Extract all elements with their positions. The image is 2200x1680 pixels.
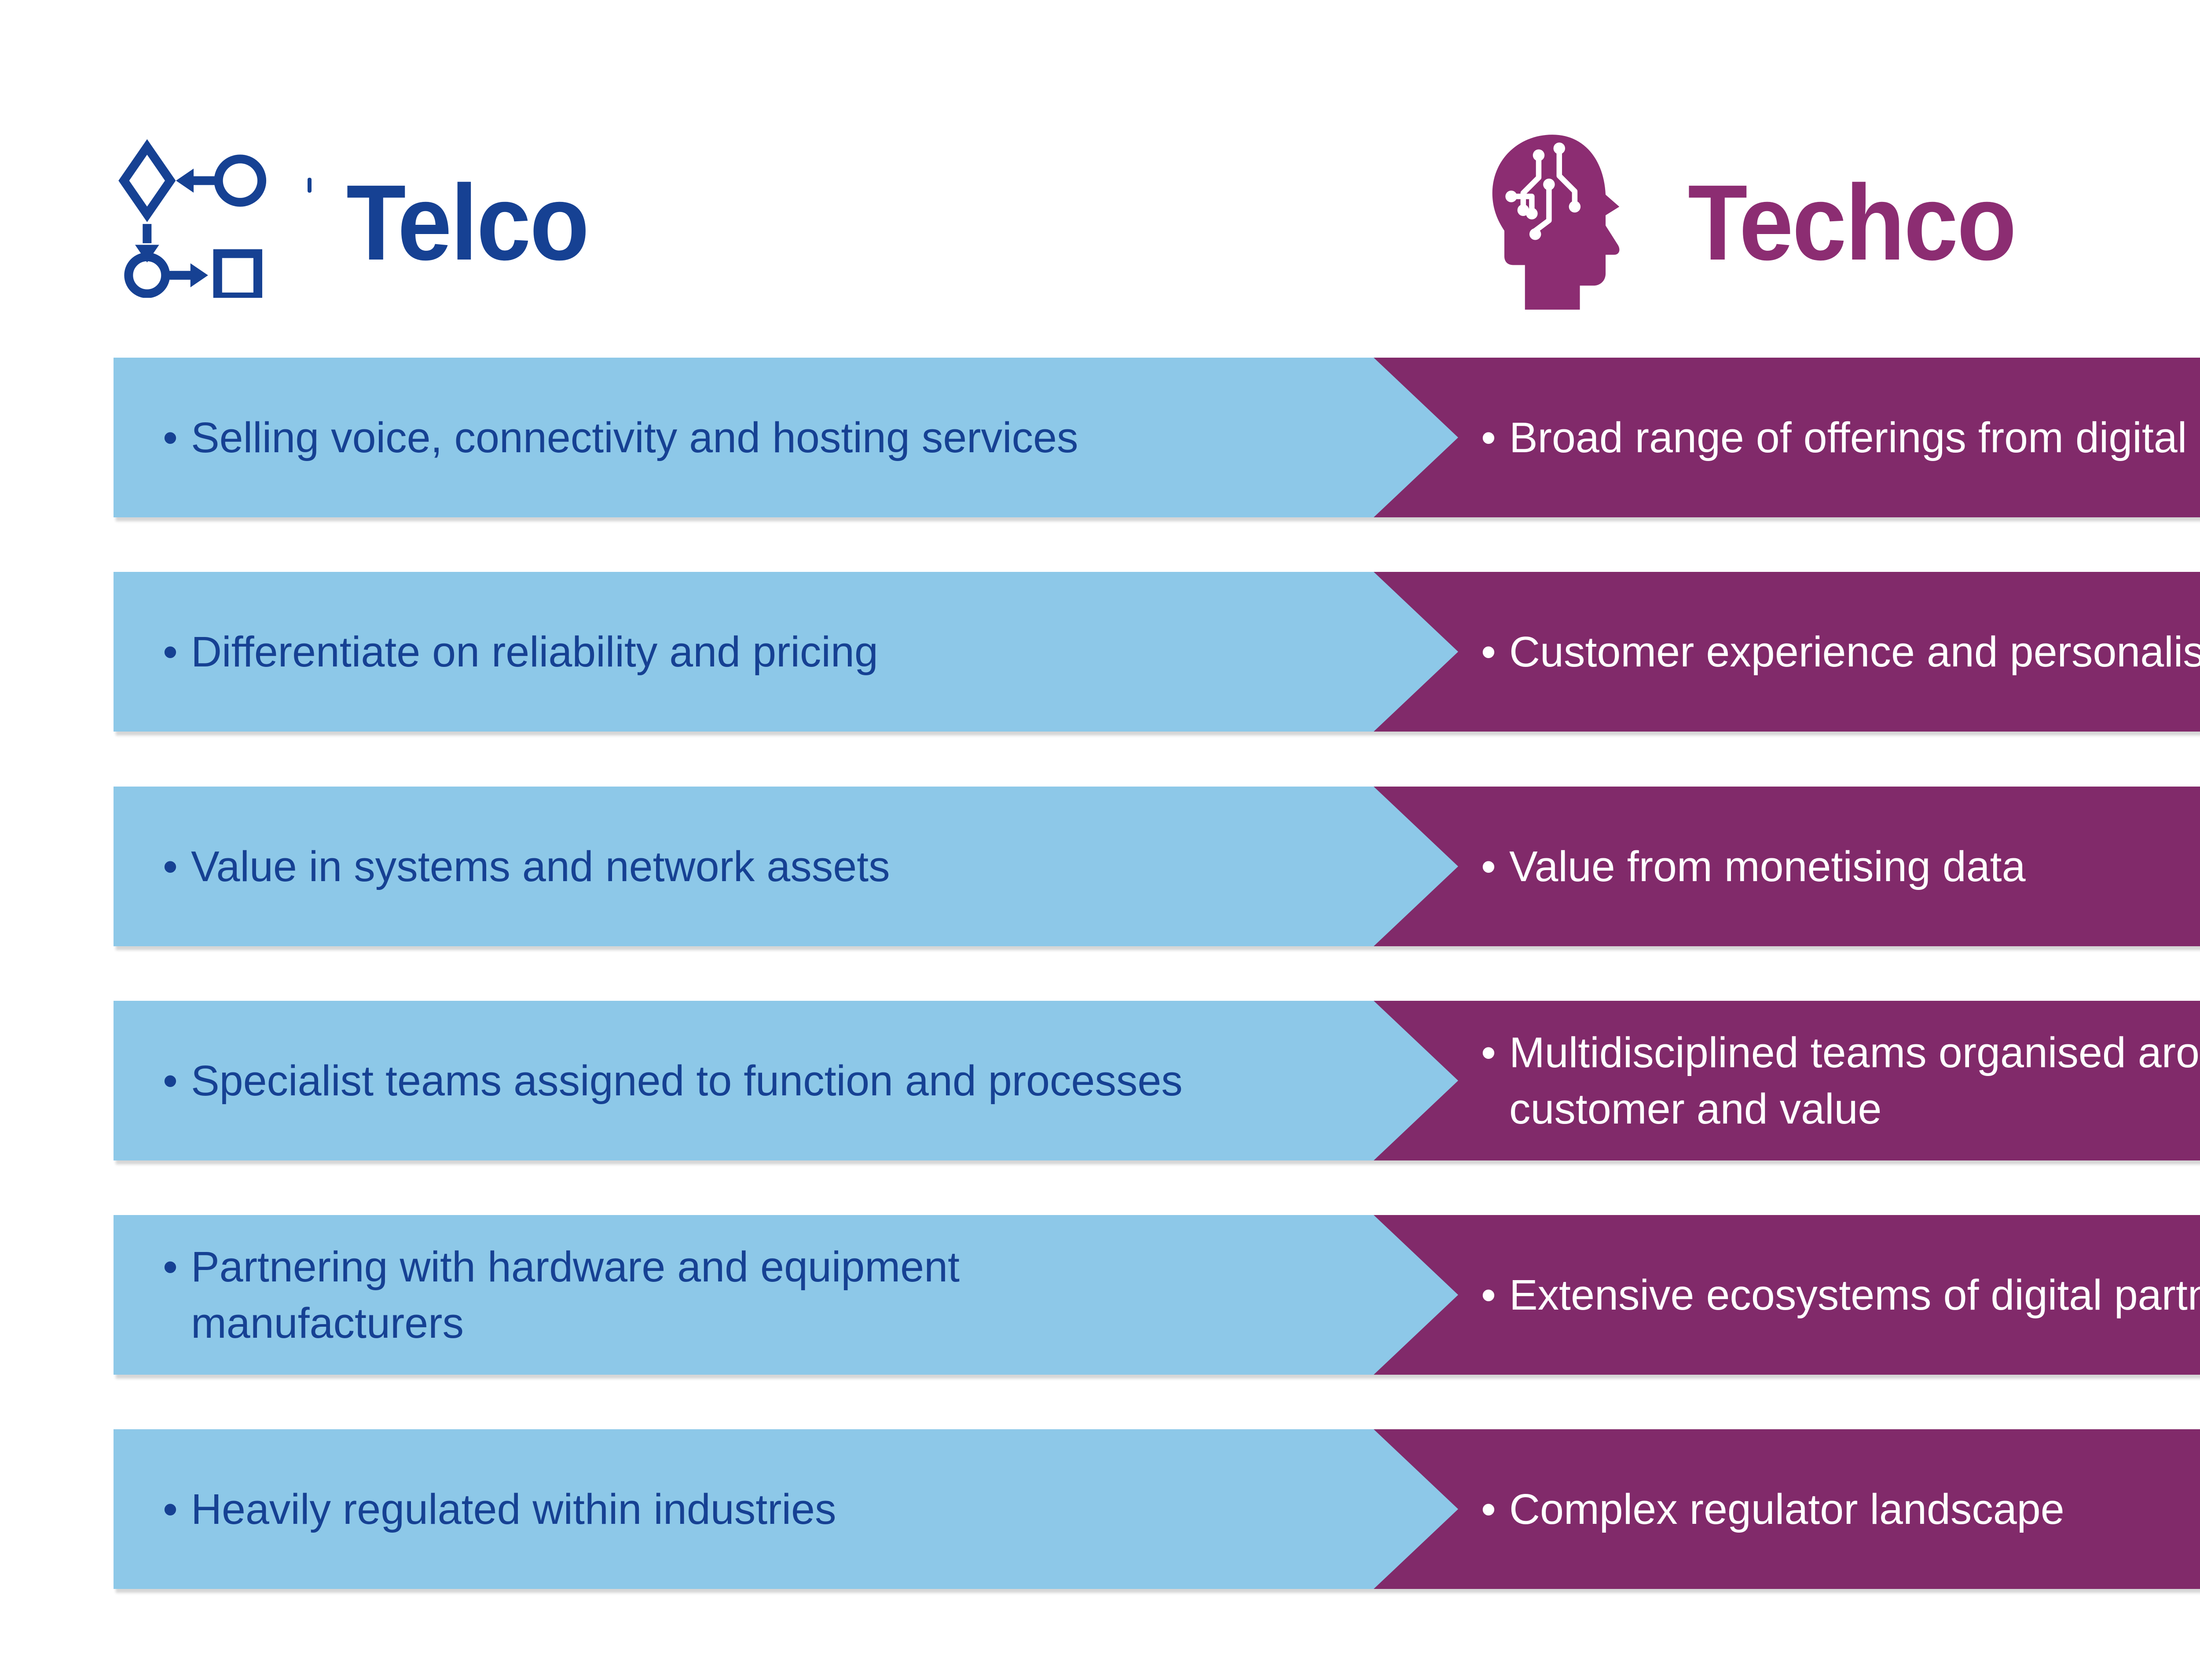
bullet-dot: •	[1481, 1485, 1496, 1533]
techco-box	[1374, 358, 2200, 517]
comparison-row: • Partnering with hardware and equipment…	[114, 1215, 2200, 1375]
bullet-dot: •	[163, 413, 178, 461]
techco-cell: • Extensive ecosystems of digital partne…	[1481, 1215, 2200, 1375]
bullet-dot: •	[163, 842, 178, 890]
techco-box	[1374, 787, 2200, 946]
bullet-dot: •	[1481, 413, 1496, 461]
comparison-row: • Specialist teams assigned to function …	[114, 1001, 2200, 1160]
telco-item-text: Differentiate on reliability and pricing	[191, 627, 878, 676]
telco-arrow-box	[114, 358, 1458, 517]
bullet-dot: •	[163, 1243, 178, 1291]
techco-title: Techco	[1688, 162, 2017, 282]
techco-box	[1374, 1429, 2200, 1589]
techco-box	[1374, 572, 2200, 732]
techco-cell: • Value from monetising data	[1481, 787, 2200, 946]
bullet-dot: •	[1481, 842, 1496, 890]
techco-item-text: Broad range of offerings from digital ma…	[1509, 413, 2200, 461]
bullet-dot: •	[1481, 1028, 1496, 1077]
telco-cell: • Differentiate on reliability and prici…	[163, 572, 1324, 732]
comparison-row: • Differentiate on reliability and prici…	[114, 572, 2200, 732]
telco-arrow-box	[114, 1215, 1458, 1375]
telco-arrow-box	[114, 787, 1458, 946]
telco-item-text: Specialist teams assigned to function an…	[191, 1056, 1183, 1105]
techco-cell: • Multidisciplined teams organised aroun…	[1481, 1001, 2200, 1160]
telco-item-text: Value in systems and network assets	[191, 842, 890, 890]
techco-box	[1374, 1001, 2200, 1160]
techco-item-text: Multidisciplined teams organised around …	[1509, 1028, 2200, 1133]
bullet-dot: •	[1481, 1270, 1496, 1319]
telco-arrow-box	[114, 1429, 1458, 1589]
techco-item-text: Customer experience and personalised ser…	[1509, 627, 2200, 676]
telco-cell: • Partnering with hardware and equipment…	[163, 1215, 1324, 1375]
telco-item-text: Selling voice, connectivity and hosting …	[191, 413, 1078, 461]
techco-box	[1374, 1215, 2200, 1375]
telco-cell: • Selling voice, connectivity and hostin…	[163, 358, 1324, 517]
comparison-row: • Selling voice, connectivity and hostin…	[114, 358, 2200, 517]
telco-item-text: Heavily regulated within industries	[191, 1485, 836, 1533]
telco-cell: • Value in systems and network assets	[163, 787, 1324, 946]
telco-item-text: Partnering with hardware and equipment m…	[191, 1243, 960, 1347]
brain-circuit-head-icon	[1492, 135, 1620, 310]
comparison-row: • Value in systems and network assets • …	[114, 787, 2200, 946]
techco-cell: • Customer experience and personalised s…	[1481, 572, 2200, 732]
flowchart-icon	[118, 139, 267, 298]
bullet-dot: •	[163, 1056, 178, 1105]
bullet-dot: •	[1481, 627, 1496, 676]
telco-icon-mark	[308, 178, 312, 193]
bullet-dot: •	[163, 627, 178, 676]
telco-title: Telco	[346, 162, 590, 282]
comparison-row: • Heavily regulated within industries • …	[114, 1429, 2200, 1589]
telco-arrow-box	[114, 1001, 1458, 1160]
telco-arrow-box	[114, 572, 1458, 732]
techco-item-text: Complex regulator landscape	[1509, 1485, 2064, 1533]
bullet-dot: •	[163, 1485, 178, 1533]
techco-item-text: Value from monetising data	[1509, 842, 2026, 890]
telco-cell: • Specialist teams assigned to function …	[163, 1001, 1324, 1160]
techco-cell: • Complex regulator landscape	[1481, 1429, 2200, 1589]
techco-cell: • Broad range of offerings from digital …	[1481, 358, 2200, 517]
telco-cell: • Heavily regulated within industries	[163, 1429, 1324, 1589]
techco-item-text: Extensive ecosystems of digital partners…	[1509, 1270, 2200, 1319]
